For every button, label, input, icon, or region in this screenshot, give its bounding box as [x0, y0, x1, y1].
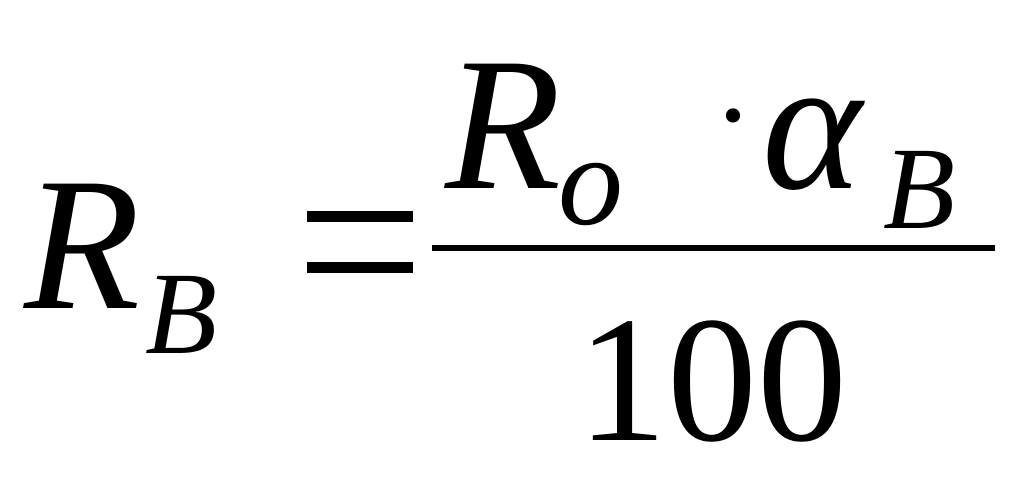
- numerator-subscript-o: o: [558, 109, 623, 253]
- fraction-bar: [432, 245, 995, 251]
- multiplication-dot: ·: [713, 48, 753, 181]
- numerator-alpha: α: [762, 20, 862, 230]
- lhs-variable: R: [24, 140, 141, 350]
- numerator-subscript-b: B: [883, 123, 956, 254]
- denominator: 100: [577, 280, 847, 479]
- lhs-subscript: B: [145, 248, 218, 379]
- numerator-variable-r: R: [445, 20, 562, 230]
- equals-bottom-bar: [307, 262, 413, 273]
- equals-top-bar: [307, 211, 413, 222]
